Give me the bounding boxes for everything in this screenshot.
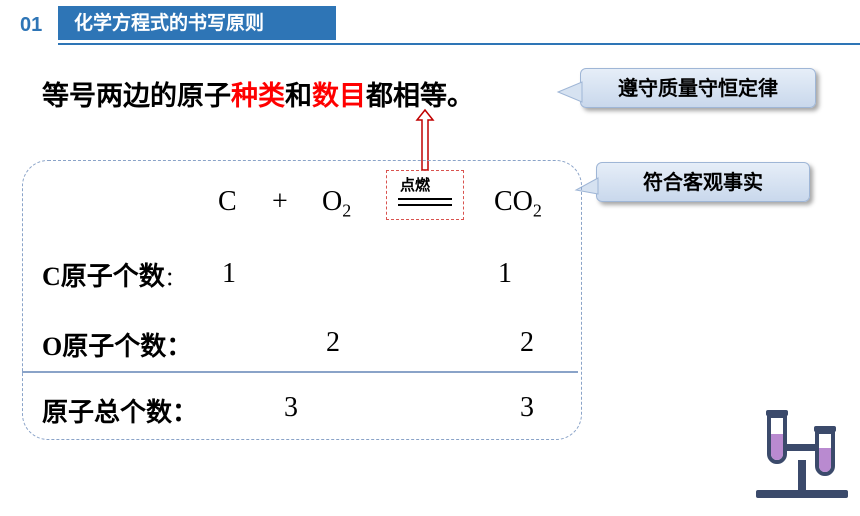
headline-highlight-kind: 种类 xyxy=(231,81,285,112)
carbon-left-count: 1 xyxy=(222,258,236,289)
callout-conservation: 遵守质量守恒定律 xyxy=(580,68,816,108)
section-title: 化学方程式的书写原则 xyxy=(58,6,336,40)
row-label-oxygen: O原子个数： xyxy=(42,332,193,362)
equals-lines xyxy=(398,198,452,206)
title-underline xyxy=(58,43,860,45)
headline-part2: 和 xyxy=(285,81,312,112)
reaction-condition: 点燃 xyxy=(400,176,431,194)
principle-headline: 等号两边的原子种类和数目都相等。 xyxy=(42,74,474,113)
total-divider xyxy=(22,371,578,373)
headline-part3: 都相等。 xyxy=(366,81,474,112)
reactant-carbon: C xyxy=(218,186,237,217)
carbon-right-count: 1 xyxy=(498,258,512,289)
oxygen-left-count: 2 xyxy=(326,327,340,358)
lab-test-tubes-icon xyxy=(756,410,848,498)
total-left-count: 3 xyxy=(284,392,298,423)
product-co2: CO2 xyxy=(494,186,542,221)
callout-fact: 符合客观事实 xyxy=(596,162,810,202)
row-label-total: 原子总个数： xyxy=(42,398,199,428)
reactant-oxygen: O2 xyxy=(322,186,352,221)
headline-highlight-number: 数目 xyxy=(312,81,366,112)
total-right-count: 3 xyxy=(520,392,534,423)
row-label-carbon: C原子个数： xyxy=(42,262,185,292)
headline-part1: 等号两边的原子 xyxy=(42,81,231,112)
oxygen-right-count: 2 xyxy=(520,327,534,358)
callout-pointer-1 xyxy=(556,81,583,103)
condition-box xyxy=(386,170,464,220)
atom-count-panel xyxy=(22,160,582,440)
plus-sign: + xyxy=(272,186,288,217)
section-number: 01 xyxy=(20,14,43,36)
